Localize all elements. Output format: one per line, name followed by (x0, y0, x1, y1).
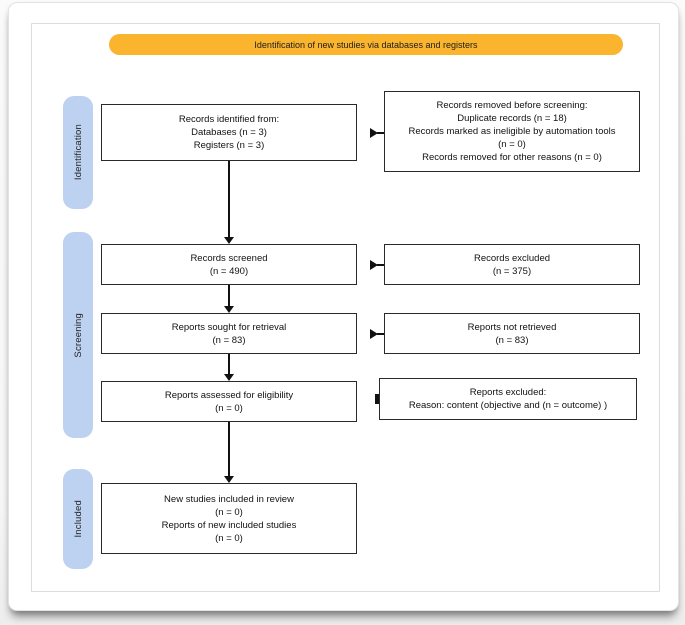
box-records-excluded: Records excluded (n = 375) (384, 244, 640, 285)
box-line: Records screened (190, 252, 268, 264)
box-line: (n = 490) (209, 265, 249, 277)
diagram-frame (31, 23, 660, 592)
right-arrow-sought-to-not-retrieved (370, 328, 384, 339)
stage-label-text: Included (72, 500, 84, 538)
stage-label-included: Included (63, 469, 93, 569)
box-line: Reports of new included studies (161, 519, 297, 531)
right-arrow-screened-to-excluded (370, 259, 384, 270)
down-arrow-sought-to-assessed (223, 354, 234, 381)
box-records-identified: Records identified from: Databases (n = … (101, 104, 357, 161)
down-arrow-assessed-to-included (223, 422, 234, 483)
box-reports-excluded: Reports excluded: Reason: content (objec… (379, 378, 637, 420)
box-line: Reports sought for retrieval (171, 321, 287, 333)
box-records-removed: Records removed before screening: Duplic… (384, 91, 640, 172)
banner-label: Identification of new studies via databa… (254, 39, 478, 50)
box-line: (n = 375) (492, 265, 532, 277)
box-line: Reports not retrieved (467, 321, 557, 333)
box-line: (n = 0) (215, 402, 243, 414)
banner-databases-registers: Identification of new studies via databa… (109, 34, 623, 55)
box-line: Records removed before screening: (436, 100, 588, 111)
box-line: Reports excluded: (469, 387, 547, 398)
box-line: Reason: content (objective and (n = outc… (408, 400, 608, 411)
stage-label-screening: Screening (63, 232, 93, 438)
box-line: (n = 0) (215, 506, 243, 518)
box-line: Reports assessed for eligibility (164, 389, 294, 401)
box-line: Duplicate records (n = 18) (457, 113, 567, 124)
box-line: Registers (n = 3) (193, 140, 265, 151)
connector-tick-assessed-to-excluded (375, 394, 379, 404)
down-arrow-identified-to-screened (223, 161, 234, 244)
box-line: New studies included in review (164, 493, 294, 505)
box-line: (n = 83) (495, 334, 529, 346)
down-arrow-screened-to-sought (223, 285, 234, 313)
box-line: (n = 0) (215, 532, 243, 544)
box-reports-sought: Reports sought for retrieval (n = 83) (101, 313, 357, 354)
right-arrow-identified-to-removed (370, 127, 384, 138)
stage-label-text: Screening (72, 312, 84, 358)
box-reports-not-retrieved: Reports not retrieved (n = 83) (384, 313, 640, 354)
diagram-card: Identification of new studies via databa… (8, 2, 679, 611)
box-records-screened: Records screened (n = 490) (101, 244, 357, 285)
box-line: Records removed for other reasons (n = 0… (422, 152, 602, 163)
box-line: (n = 83) (212, 334, 246, 346)
box-new-studies-included: New studies included in review (n = 0) R… (101, 483, 357, 554)
stage-label-identification: Identification (63, 96, 93, 209)
box-line: Records marked as ineligible by automati… (408, 126, 616, 150)
stage-label-text: Identification (72, 124, 84, 181)
box-line: Databases (n = 3) (191, 127, 267, 138)
box-line: Records identified from: (178, 114, 280, 125)
box-line: Records excluded (473, 252, 551, 264)
box-reports-assessed: Reports assessed for eligibility (n = 0) (101, 381, 357, 422)
